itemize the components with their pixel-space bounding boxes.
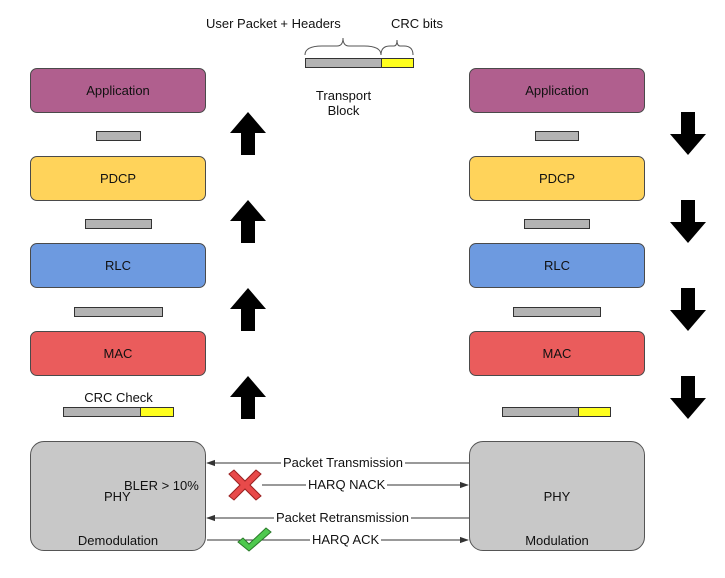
down-arrow-icon [670, 376, 706, 419]
receiver-mac-label: MAC [103, 346, 133, 361]
up-arrow-icon [230, 376, 266, 419]
transmitter-application-label: Application [525, 83, 589, 98]
transmitter-application-layer: Application [469, 68, 645, 113]
down-arrow-icon [670, 288, 706, 331]
receiver-app-packet [96, 131, 141, 141]
crc-bits-label: CRC bits [391, 16, 444, 31]
transmitter-phy-box [469, 441, 645, 551]
transmitter-mac-label: MAC [542, 346, 572, 361]
user-packet-label: User Packet + Headers [206, 16, 341, 31]
receiver-mac-crc [140, 407, 174, 417]
transport-block-label-line2: Block [327, 103, 360, 118]
up-arrow-icon [230, 112, 266, 155]
check-mark-icon [237, 527, 272, 552]
receiver-mac-layer: MAC [30, 331, 206, 376]
transport-block-crc [381, 58, 414, 68]
transmitter-mac-crc [578, 407, 611, 417]
receiver-pdcp-packet [85, 219, 152, 229]
transmitter-mac-layer: MAC [469, 331, 645, 376]
receiver-rlc-packet [74, 307, 163, 317]
receiver-rlc-layer: RLC [30, 243, 206, 288]
packet-transmission-label: Packet Transmission [281, 455, 405, 470]
demodulation-label: Demodulation [77, 533, 159, 548]
transmitter-app-packet [535, 131, 579, 141]
up-arrow-icon [230, 200, 266, 243]
transmitter-phy-label: PHY [543, 489, 571, 504]
receiver-pdcp-layer: PDCP [30, 156, 206, 201]
receiver-phy-label: PHY [104, 489, 131, 504]
harq-nack-label: HARQ NACK [306, 477, 388, 492]
receiver-phy-box [30, 441, 206, 551]
modulation-label: Modulation [525, 533, 589, 548]
down-arrow-icon [670, 112, 706, 155]
transmitter-rlc-label: RLC [543, 258, 570, 273]
down-arrow-icon [670, 200, 706, 243]
receiver-application-label: Application [86, 83, 150, 98]
crc-check-label: CRC Check [84, 390, 153, 405]
bler-label: BLER > 10% [124, 478, 199, 493]
transmitter-rlc-packet [513, 307, 601, 317]
transport-block-label-line1: Transport [315, 88, 372, 103]
transmitter-pdcp-label: PDCP [538, 171, 576, 186]
transmitter-rlc-layer: RLC [469, 243, 645, 288]
receiver-rlc-label: RLC [104, 258, 131, 273]
up-arrow-icon [230, 288, 266, 331]
harq-ack-label: HARQ ACK [310, 532, 382, 547]
transport-block-label: Transport Block [305, 88, 382, 118]
receiver-pdcp-label: PDCP [99, 171, 137, 186]
x-mark-icon [228, 469, 262, 501]
transmitter-pdcp-packet [524, 219, 590, 229]
transmitter-pdcp-layer: PDCP [469, 156, 645, 201]
receiver-application-layer: Application [30, 68, 206, 113]
packet-retransmission-label: Packet Retransmission [274, 510, 411, 525]
